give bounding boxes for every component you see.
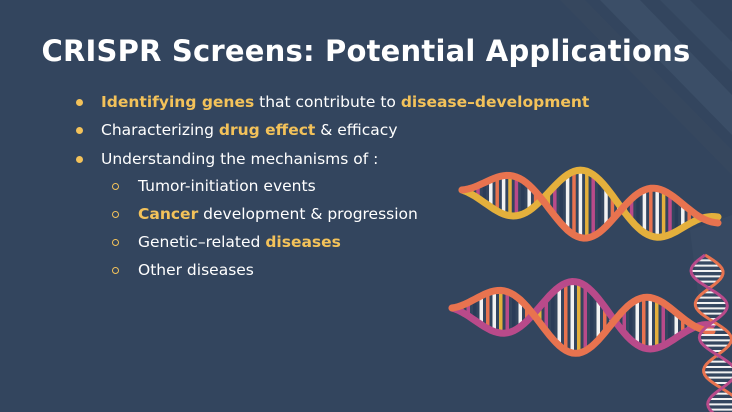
bullet-text: Characterizing [101,121,219,139]
highlight-text: drug effect [218,121,316,139]
highlight-text: disease–development [400,93,590,111]
bullet-dot [76,99,83,106]
sub-bullet-ring [112,183,119,190]
sub-bullet-item: Cancer development & progression [138,205,418,223]
helix-strand-bottom-b [448,286,716,357]
sub-bullet-ring [112,239,119,246]
helix-strand-bottom-a [448,277,716,353]
bullet-text: that contribute to [254,93,401,111]
bullet-item: Understanding the mechanisms of : [101,150,378,168]
bullet-text: Other diseases [138,261,254,279]
helix-strand-top-b [458,171,722,242]
highlight-text: Cancer [138,205,199,223]
bullet-dot [76,127,83,134]
bullet-item: Identifying genes that contribute to dis… [101,93,589,111]
helix-strand-side-b [689,253,732,412]
dna-rungs-side [691,259,732,411]
highlight-text: diseases [265,233,341,251]
bullet-item: Characterizing drug effect & efficacy [101,121,398,139]
bullet-text: Genetic–related [138,233,266,251]
bullet-text: Tumor-initiation events [138,177,316,195]
bullet-text: Understanding the mechanisms of : [101,150,379,168]
sub-bullet-ring [112,267,119,274]
bullet-text: & efficacy [315,121,398,139]
sub-bullet-item: Other diseases [138,261,254,279]
sub-bullet-item: Genetic–related diseases [138,233,341,251]
sub-bullet-item: Tumor-initiation events [138,177,316,195]
slide-title: CRISPR Screens: Potential Applications [41,34,691,68]
bullet-dot [76,156,83,163]
highlight-text: Identifying genes [101,93,255,111]
dna-rungs-top [469,170,711,239]
helix-strand-top-a [458,166,722,241]
sub-bullet-ring [112,211,119,218]
bullet-text: development & progression [198,205,418,223]
